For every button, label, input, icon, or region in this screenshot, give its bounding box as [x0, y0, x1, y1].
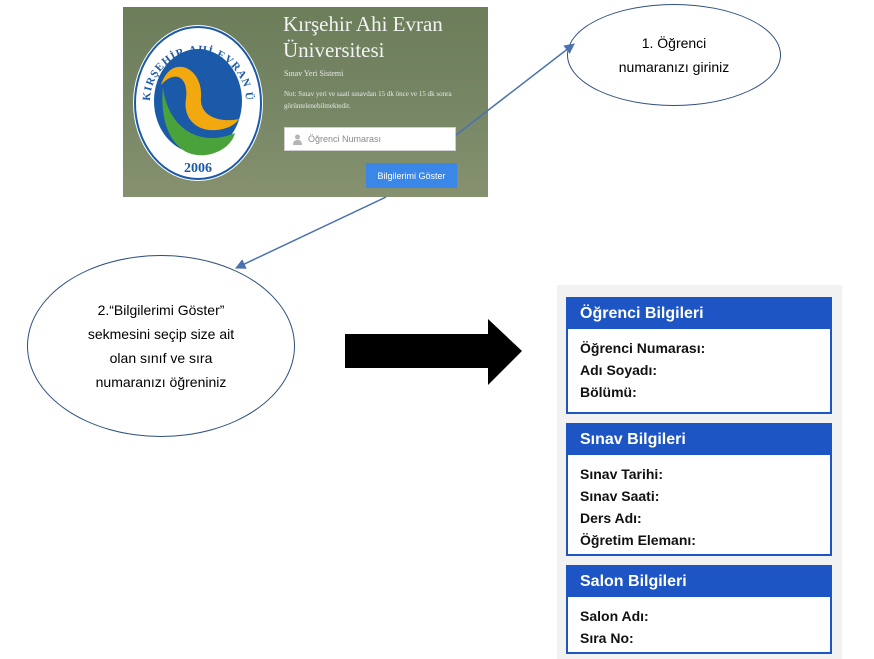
exam-date-label: Sınav Tarihi: [580, 466, 663, 482]
seat-number-label: Sıra No: [580, 630, 634, 646]
callout-step-2-line3: olan sınıf ve sıra [109, 350, 213, 366]
connector-arrow-step-2 [235, 196, 387, 269]
student-department-label: Bölümü: [580, 384, 637, 400]
student-number-label: Öğrenci Numarası: [580, 340, 706, 356]
callout-step-1-line1: 1. Öğrenci [641, 35, 707, 51]
course-name-label: Ders Adı: [580, 510, 642, 526]
student-number-placeholder: Öğrenci Numarası [308, 134, 382, 144]
exam-note: Not: Sınav yeri ve saati sınavdan 15 dk … [284, 90, 452, 110]
system-name: Sınav Yeri Sistemi [284, 69, 344, 78]
callout-step-2-line2: sekmesini seçip size ait [87, 326, 235, 342]
university-title: Kırşehir Ahi Evran Üniversitesi [283, 11, 443, 63]
university-logo: KIRŞEHİR AHİ EVRAN ÜNİVERSİTESİ 2006 [131, 17, 263, 181]
callout-step-2: 2.“Bilgilerimi Göster” sekmesini seçip s… [27, 255, 295, 437]
connector-arrow-step-1 [455, 43, 575, 136]
logo-year: 2006 [184, 161, 212, 176]
student-info-title: Öğrenci Bilgileri [568, 299, 830, 329]
student-number-input[interactable]: Öğrenci Numarası [284, 127, 456, 151]
exam-info-card: Sınav Bilgileri Sınav Tarihi: Sınav Saat… [566, 423, 832, 556]
exam-time-label: Sınav Saati: [580, 488, 660, 504]
callout-step-2-line4: numaranızı öğreniniz [95, 374, 227, 390]
right-arrow-icon [345, 319, 522, 385]
callout-step-1: 1. Öğrenci numaranızı giriniz [567, 4, 781, 106]
exam-info-title: Sınav Bilgileri [568, 425, 830, 455]
student-name-label: Adı Soyadı: [580, 362, 658, 378]
callout-step-1-line2: numaranızı giriniz [618, 59, 730, 75]
instructor-label: Öğretim Elemanı: [580, 532, 696, 548]
user-icon [293, 134, 302, 145]
room-info-card: Salon Bilgileri Salon Adı: Sıra No: [566, 565, 832, 654]
login-screenshot: KIRŞEHİR AHİ EVRAN ÜNİVERSİTESİ 2006 Kır… [123, 7, 488, 197]
show-info-button[interactable]: Bilgilerimi Göster [366, 163, 457, 188]
room-info-title: Salon Bilgileri [568, 567, 830, 597]
callout-step-2-line1: 2.“Bilgilerimi Göster” [97, 302, 225, 318]
student-info-card: Öğrenci Bilgileri Öğrenci Numarası: Adı … [566, 297, 832, 414]
room-name-label: Salon Adı: [580, 608, 649, 624]
university-title-line1: Kırşehir Ahi Evran [283, 12, 443, 36]
university-title-line2: Üniversitesi [283, 38, 385, 62]
